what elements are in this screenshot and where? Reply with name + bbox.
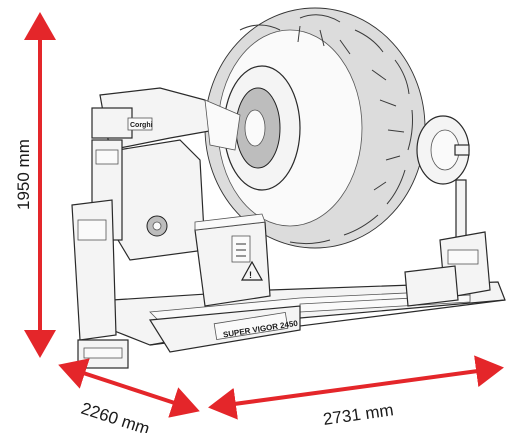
depth-label: 2260 mm: [79, 399, 152, 433]
tyre-icon: [204, 7, 426, 249]
svg-text:!: !: [249, 270, 252, 280]
height-label: 1950 mm: [14, 139, 33, 210]
width-dimension: 2731 mm: [208, 355, 504, 429]
head-badge: Corghi: [130, 122, 153, 129]
height-dimension: 1950 mm: [14, 12, 56, 358]
control-panel-icon: [194, 213, 271, 307]
depth-dimension: 2260 mm: [58, 358, 200, 433]
depth-arrow: [58, 358, 200, 418]
width-label: 2731 mm: [322, 400, 395, 429]
width-arrow: [208, 355, 504, 420]
mounting-arm-icon: [404, 115, 491, 307]
warning-triangle-icon: !: [240, 260, 264, 281]
